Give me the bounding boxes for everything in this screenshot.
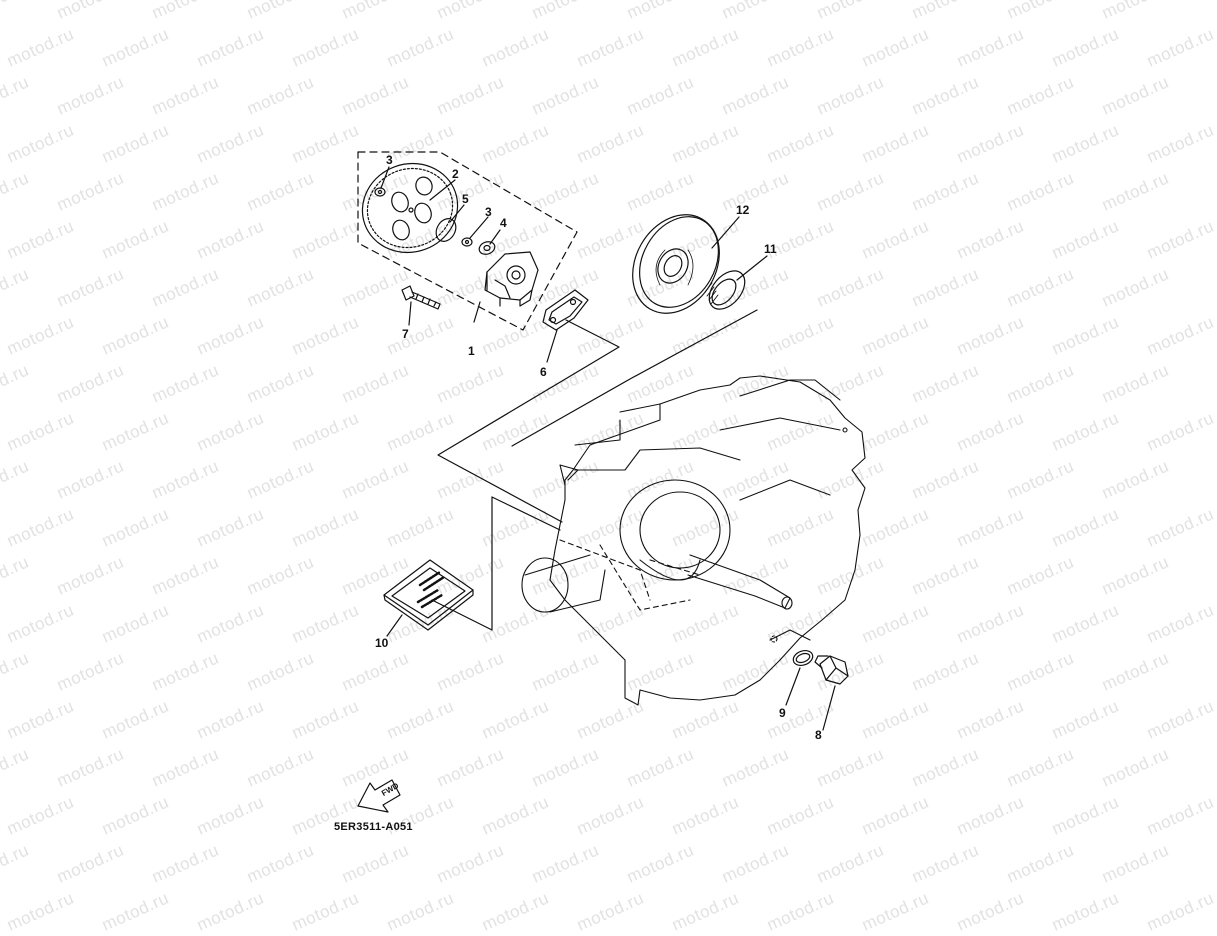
bolt-7 (401, 285, 441, 310)
pump-group-outline (357, 151, 578, 331)
route-lines (431, 309, 758, 631)
oil-filter-10 (383, 559, 474, 631)
drain-bolt-8 (814, 655, 849, 685)
leader-10 (386, 614, 403, 637)
callout-8: 8 (815, 728, 822, 742)
callout-4: 4 (500, 216, 507, 230)
oil-pump-gear (361, 162, 459, 254)
callout-5: 5 (462, 192, 469, 206)
callout-7: 7 (402, 327, 409, 341)
leader-lines (380, 166, 558, 363)
callout-12: 12 (736, 203, 750, 217)
callout-3-lower: 3 (485, 205, 492, 219)
leader-8-9 (785, 667, 836, 731)
callout-3-upper: 3 (386, 153, 393, 167)
callout-6: 6 (540, 365, 547, 379)
circlip-upper (374, 187, 386, 197)
parts-diagram (357, 151, 866, 813)
fwd-arrow-icon (357, 779, 401, 813)
washer-4 (478, 241, 496, 255)
strainer-screen-11 (704, 270, 746, 310)
callout-2: 2 (452, 167, 459, 181)
crankcase (521, 375, 866, 706)
o-ring-9 (792, 649, 814, 667)
leader-11-12 (711, 216, 768, 281)
drawing-code: 5ER3511-A051 (334, 821, 413, 833)
callout-1: 1 (468, 344, 475, 358)
callout-10: 10 (375, 636, 389, 650)
circlip-lower (461, 237, 473, 247)
oil-pump-body (484, 251, 539, 307)
callout-9: 9 (779, 706, 786, 720)
oil-strainer-12 (632, 214, 720, 314)
callout-11: 11 (764, 242, 777, 256)
gasket-6 (542, 289, 589, 331)
